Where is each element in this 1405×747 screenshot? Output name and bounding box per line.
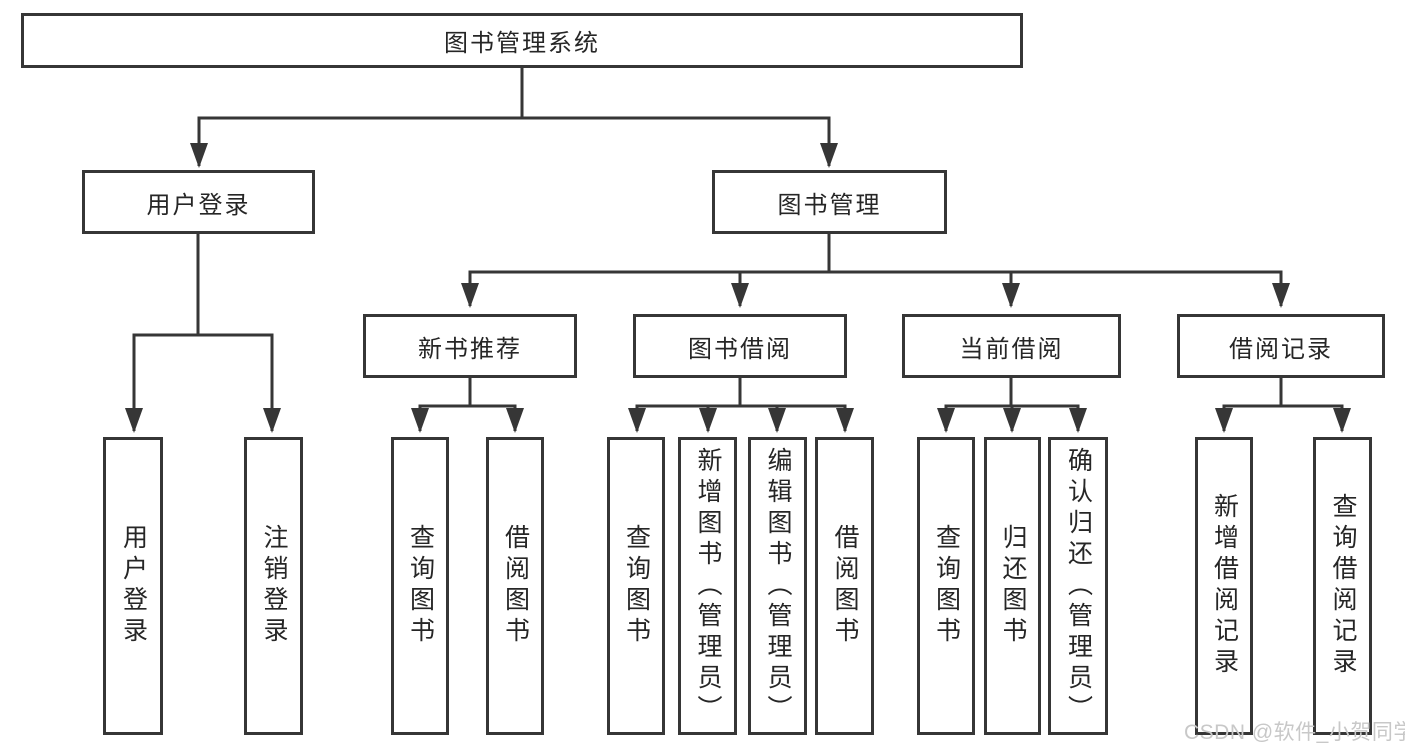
node-leaf-logout-login: 注销登录 [244, 437, 303, 735]
node-book-management: 图书管理 [712, 170, 947, 234]
node-user-login: 用户登录 [82, 170, 315, 234]
connector-new-book-to-leaves [411, 378, 524, 433]
node-leaf-user-login: 用户登录 [103, 437, 163, 735]
node-leaf-query-books-recommend: 查询图书 [391, 437, 449, 735]
node-leaf-borrow-books-recommend: 借阅图书 [486, 437, 544, 735]
node-library-management-system: 图书管理系统 [21, 13, 1023, 68]
node-leaf-add-book-admin: 新增图书（管理员） [678, 437, 737, 735]
node-leaf-query-books-current: 查询图书 [917, 437, 975, 735]
connector-book-management-to-level3 [461, 234, 1290, 308]
connector-root-to-level2 [190, 68, 838, 168]
node-new-book-recommend: 新书推荐 [363, 314, 577, 378]
node-borrow-records: 借阅记录 [1177, 314, 1385, 378]
node-leaf-query-borrow-record: 查询借阅记录 [1313, 437, 1372, 735]
node-current-borrow: 当前借阅 [902, 314, 1121, 378]
node-book-borrow: 图书借阅 [633, 314, 847, 378]
csdn-watermark: CSDN @软件_小贺同学 [1184, 721, 1405, 744]
node-leaf-edit-book-admin: 编辑图书（管理员） [748, 437, 807, 735]
node-leaf-borrow-books: 借阅图书 [815, 437, 874, 735]
connector-borrow-records-to-leaves [1215, 378, 1351, 433]
connector-current-borrow-to-leaves [937, 378, 1087, 433]
node-leaf-return-book: 归还图书 [984, 437, 1041, 735]
node-leaf-confirm-return-admin: 确认归还（管理员） [1048, 437, 1108, 735]
node-leaf-query-books-borrow: 查询图书 [607, 437, 665, 735]
connector-user-login-to-leaves [125, 234, 281, 433]
node-leaf-add-borrow-record: 新增借阅记录 [1195, 437, 1253, 735]
connector-book-borrow-to-leaves [628, 378, 854, 433]
